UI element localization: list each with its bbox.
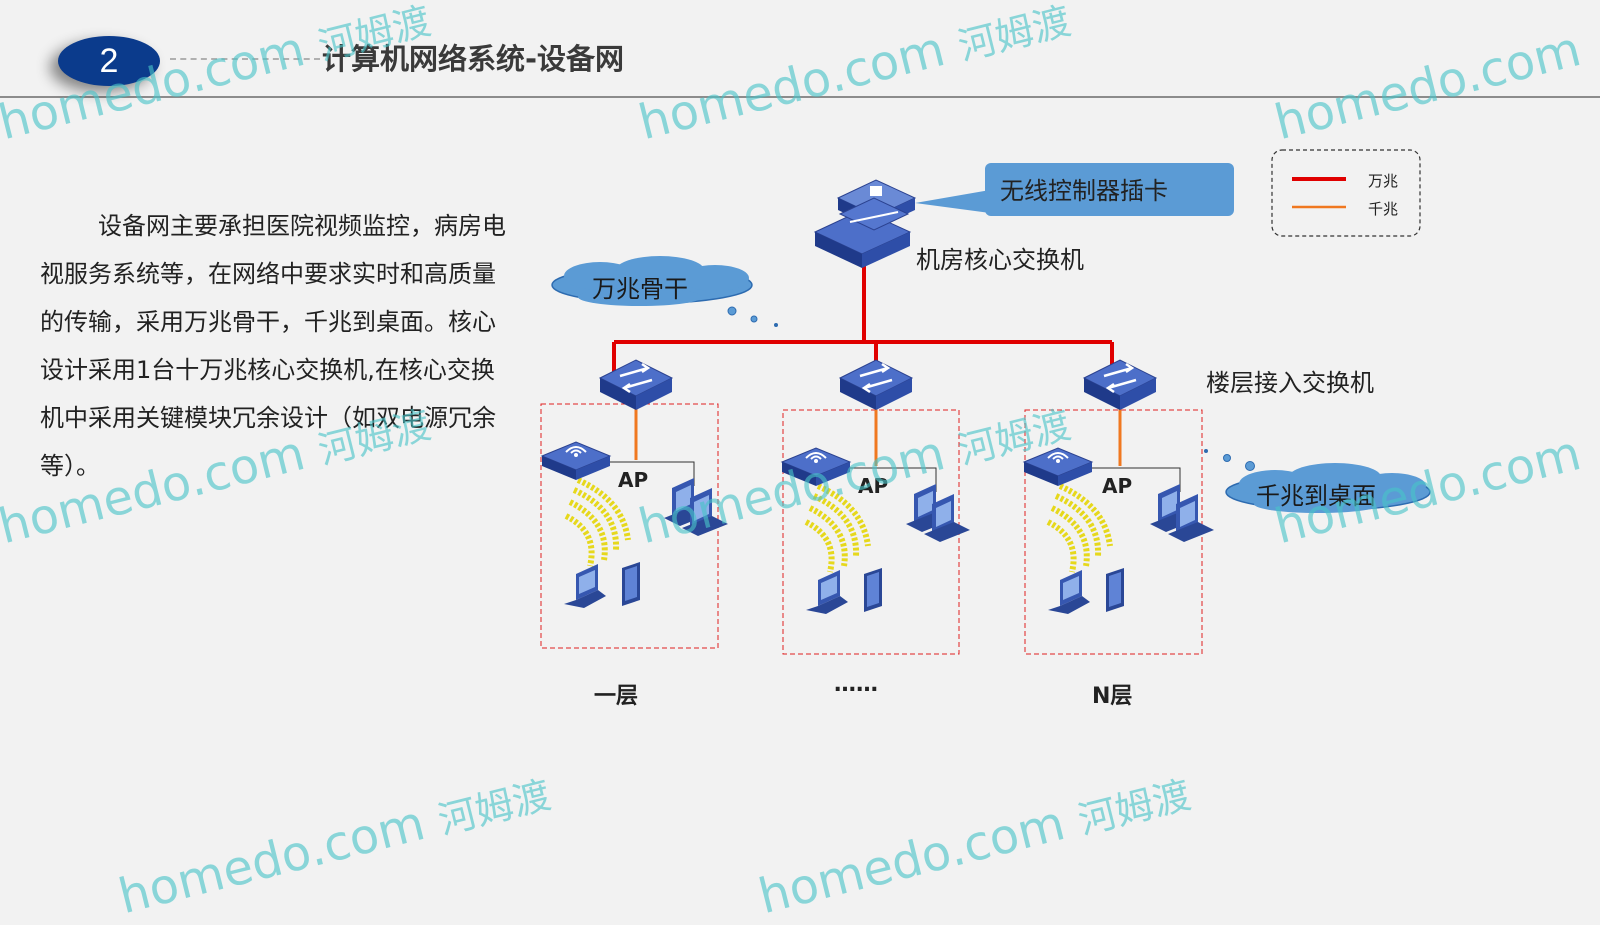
wireless-signal-icon bbox=[1048, 486, 1110, 572]
core-switch-label: 机房核心交换机 bbox=[916, 246, 1084, 274]
cloud-dot bbox=[774, 323, 778, 327]
header-divider bbox=[0, 96, 1600, 98]
wireless-controller-label: 无线控制器插卡 bbox=[1000, 177, 1168, 205]
backbone-cloud-label: 万兆骨干 bbox=[592, 275, 688, 303]
floor-label-1: 一层 bbox=[594, 684, 639, 709]
desktop-pc-icon bbox=[1150, 484, 1214, 542]
access-point-icon bbox=[1023, 447, 1093, 487]
access-switch-icon bbox=[838, 358, 914, 412]
legend-box bbox=[1271, 149, 1421, 237]
legend bbox=[1271, 149, 1421, 237]
access-switch-icon bbox=[1082, 358, 1158, 412]
laptop-icon bbox=[806, 570, 848, 614]
cloud-dot bbox=[750, 315, 758, 323]
section-number-badge: 2 bbox=[58, 36, 160, 86]
description-paragraph: 设备网主要承担医院视频监控，病房电视服务系统等，在网络中要求实时和高质量的传输，… bbox=[40, 202, 510, 490]
floor-switch-label: 楼层接入交换机 bbox=[1206, 369, 1374, 397]
description-text: 设备网主要承担医院视频监控，病房电视服务系统等，在网络中要求实时和高质量的传输，… bbox=[40, 212, 506, 480]
floor-label-n: N层 bbox=[1092, 684, 1133, 709]
tablet-icon bbox=[864, 568, 882, 612]
laptop-icon bbox=[564, 564, 606, 608]
ap-label: AP bbox=[858, 474, 889, 498]
laptop-icon bbox=[1048, 570, 1090, 614]
access-point-icon bbox=[781, 447, 851, 487]
ap-label: AP bbox=[1102, 474, 1133, 498]
floor-group-1 bbox=[541, 358, 728, 608]
cloud-backbone bbox=[551, 256, 753, 306]
cloud-dot bbox=[1245, 461, 1255, 471]
floor-label-middle: …… bbox=[834, 672, 878, 697]
desktop-pc-icon bbox=[906, 484, 970, 542]
callout-pointer bbox=[915, 190, 990, 213]
title-dashed-line bbox=[170, 58, 320, 60]
legend-label-1g: 千兆 bbox=[1368, 200, 1399, 218]
page-title: 计算机网络系统-设备网 bbox=[322, 42, 625, 76]
cloud-desktop bbox=[1225, 463, 1431, 513]
floor-group-n bbox=[1023, 358, 1214, 614]
wireless-signal-icon bbox=[806, 486, 868, 572]
tablet-icon bbox=[622, 562, 640, 606]
wireless-signal-icon bbox=[566, 480, 628, 566]
floor-group-2 bbox=[781, 358, 970, 614]
cloud-dot bbox=[1204, 449, 1208, 453]
core-switch-icon bbox=[813, 179, 917, 268]
legend-label-10g: 万兆 bbox=[1368, 172, 1399, 190]
cloud-dot bbox=[1223, 454, 1231, 462]
network-diagram bbox=[540, 149, 1431, 655]
ap-label: AP bbox=[618, 468, 649, 492]
access-switch-icon bbox=[598, 358, 674, 412]
desktop-cloud-label: 千兆到桌面 bbox=[1256, 482, 1376, 510]
cloud-dot bbox=[727, 306, 737, 316]
access-point-icon bbox=[541, 441, 611, 481]
callout-box bbox=[985, 163, 1234, 216]
tablet-icon bbox=[1106, 568, 1124, 612]
